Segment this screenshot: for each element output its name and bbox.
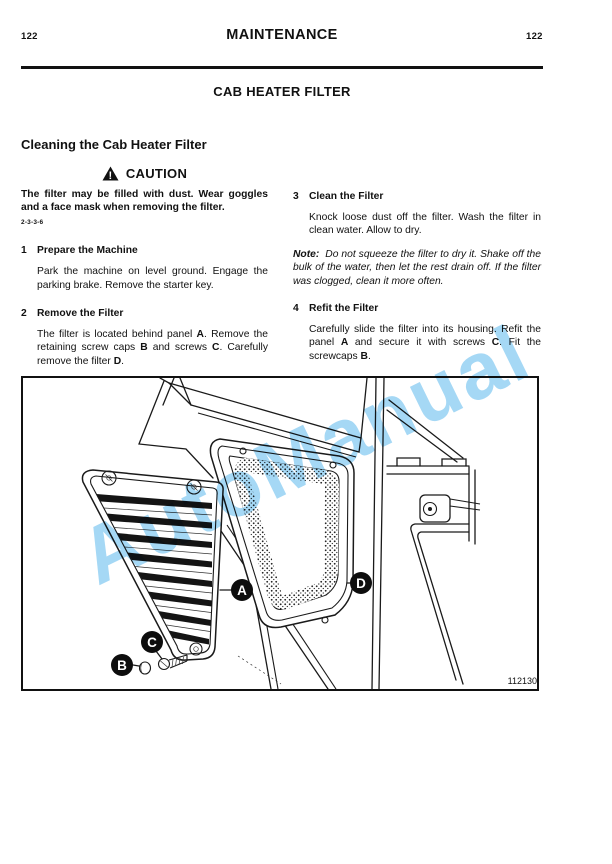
caution-ref-code: 2-3-3-6 — [21, 218, 44, 226]
header-title: MAINTENANCE — [226, 27, 338, 43]
callout-c: C — [141, 631, 163, 660]
vent-panel-a — [81, 469, 224, 661]
step-number: 4 — [293, 302, 299, 314]
exclamation-glyph: ! — [108, 170, 112, 181]
step-body: The filter is located behind panel A. Re… — [37, 328, 268, 367]
step-number: 2 — [21, 307, 27, 319]
section-title: CAB HEATER FILTER — [213, 84, 351, 99]
step-title: Prepare the Machine — [37, 245, 138, 257]
svg-text:B: B — [117, 658, 127, 673]
step-number: 3 — [293, 191, 299, 202]
step-2: 2 Remove the Filter The filter is locate… — [21, 307, 268, 368]
step-title: Remove the Filter — [37, 307, 124, 319]
svg-text:A: A — [237, 583, 247, 598]
caution-label: CAUTION — [125, 165, 188, 181]
subsection-title: Cleaning the Cab Heater Filter — [21, 137, 207, 152]
callout-b: B — [111, 654, 140, 676]
header-rule — [21, 66, 543, 69]
right-column: 3 Clean the Filter Knock loose dust off … — [293, 190, 541, 363]
warning-triangle-icon: ! — [102, 166, 119, 181]
step-1: 1 Prepare the Machine Park the machine o… — [21, 244, 268, 292]
page-number-left: 122 — [21, 31, 38, 42]
figure-number: 112130 — [508, 676, 537, 686]
caution-heading: ! CAUTION — [21, 166, 268, 181]
caution-text: The filter may be filled with dust. Wear… — [21, 189, 268, 214]
note-label: Note: — [293, 248, 320, 260]
step-body: Carefully slide the filter into its hous… — [309, 323, 542, 362]
page-number-right: 122 — [526, 31, 543, 42]
callout-d: D — [346, 572, 372, 594]
screw-cap-b-part — [138, 661, 152, 675]
step-number: 1 — [21, 245, 27, 257]
filter-mesh-stipple — [234, 457, 340, 610]
filter-d — [209, 438, 355, 629]
step-body: Park the machine on level ground. Engage… — [37, 266, 268, 291]
left-column: ! CAUTION The filter may be filled with … — [21, 164, 268, 368]
figure-drawing: A D C B 112130 — [81, 378, 537, 689]
step-body: Knock loose dust off the filter. Wash th… — [309, 211, 541, 237]
step-3: 3 Clean the Filter Knock loose dust off … — [293, 190, 541, 238]
step-title: Refit the Filter — [309, 302, 379, 314]
note-text: Do not squeeze the filter to dry it. Sha… — [293, 248, 541, 287]
svg-text:D: D — [356, 576, 366, 591]
callout-a: A — [219, 579, 253, 601]
svg-text:C: C — [147, 635, 157, 650]
step-4: 4 Refit the Filter Carefully slide the f… — [293, 302, 541, 363]
note-paragraph: Note: Do not squeeze the filter to dry i… — [293, 248, 541, 288]
figure-frame: A D C B 112130 — [21, 376, 539, 691]
step-title: Clean the Filter — [309, 191, 384, 202]
screw-c-part — [157, 654, 188, 671]
